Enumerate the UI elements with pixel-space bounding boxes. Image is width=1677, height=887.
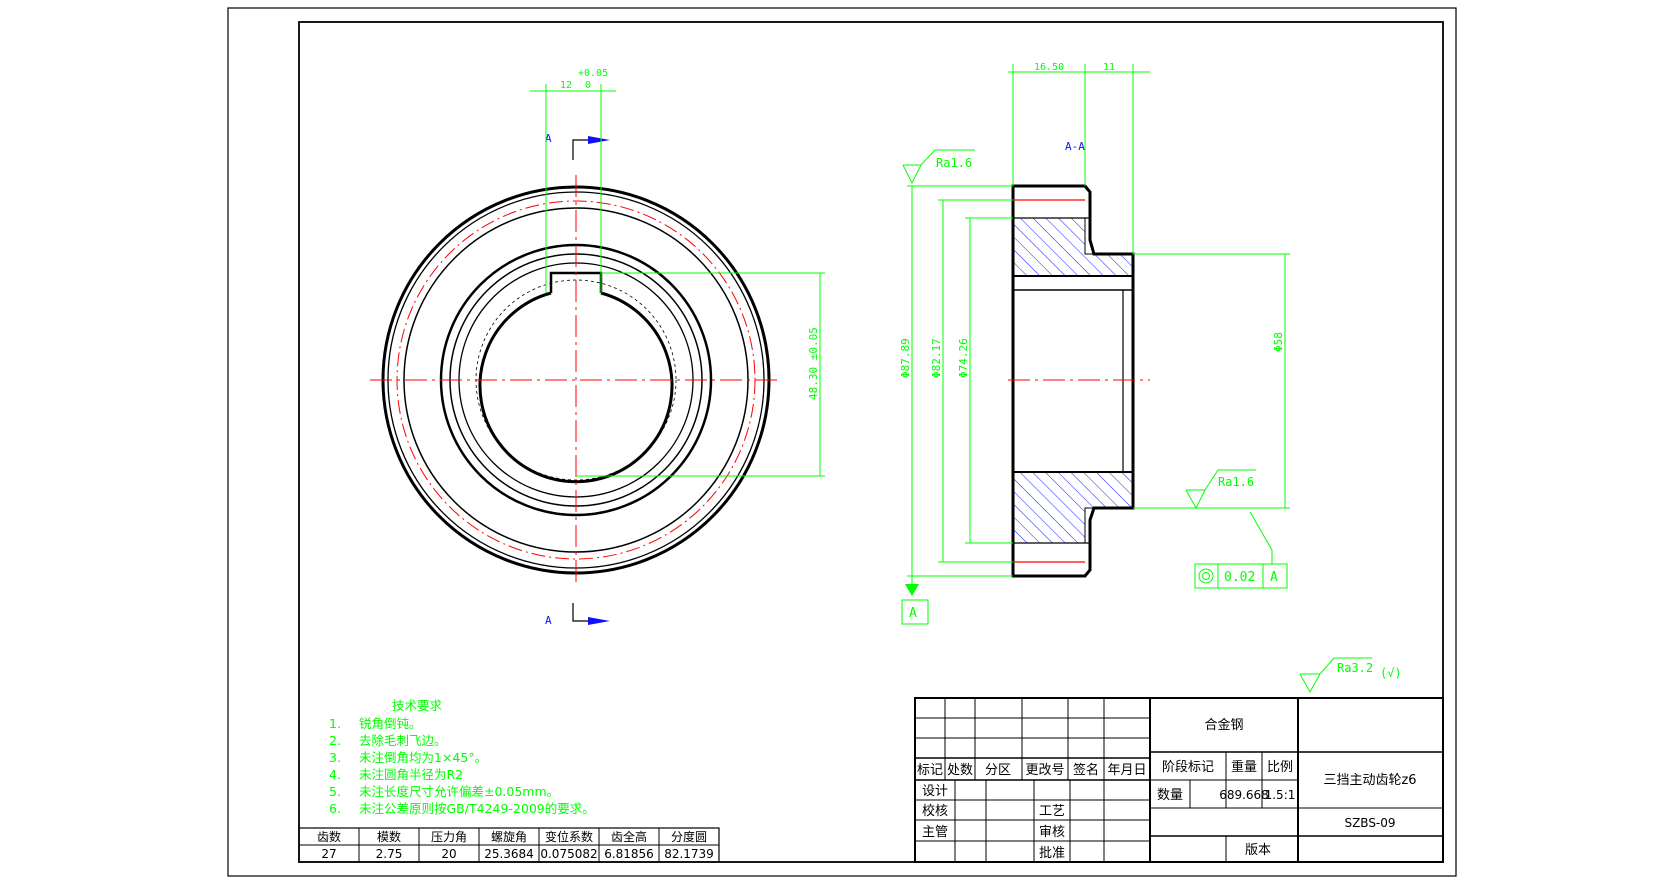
label-design: 设计	[922, 784, 948, 799]
label-weight: 重量	[1231, 759, 1257, 775]
gear-table-header: 螺旋角	[491, 830, 527, 844]
rev-header: 标记	[917, 763, 943, 778]
label-process: 工艺	[1039, 804, 1065, 819]
note-text: 未注倒角均为1×45°。	[359, 750, 487, 765]
dim-key-width: 12	[560, 80, 572, 91]
gear-table-header: 分度圆	[671, 829, 707, 844]
gear-table-value: 82.1739	[664, 847, 714, 861]
rev-header: 分区	[985, 763, 1011, 778]
datum-box	[901, 599, 929, 625]
note-text: 锐角倒钝。	[359, 716, 422, 731]
material: 合金钢	[1204, 717, 1243, 733]
gear-table-header: 齿全高	[611, 829, 647, 844]
note-text: 未注长度尺寸允许偏差±0.05mm。	[359, 784, 559, 799]
note-number: 3.	[329, 750, 341, 765]
note-text: 未注圆角半径为R2	[359, 767, 463, 782]
front-view: A A	[370, 132, 782, 627]
scale-value: 1.5:1	[1265, 788, 1296, 802]
section-view-dims: 16.50 11 Φ87.89 Φ82.17 Φ74.26 Φ58 Ra1.6 …	[899, 62, 1402, 694]
rev-header: 处数	[947, 763, 973, 778]
rev-header: 年月日	[1107, 763, 1146, 778]
dim-root-diameter: Φ82.17	[930, 338, 943, 378]
gear-table-header: 压力角	[431, 830, 467, 844]
note-number: 5.	[329, 784, 341, 799]
datum-label: A	[909, 606, 917, 621]
note-number: 4.	[329, 767, 341, 782]
drawing-number: SZBS-09	[1344, 816, 1395, 830]
weight-value: 689.668	[1219, 788, 1269, 802]
dim-key-tolerance: +0.05	[578, 68, 608, 79]
note-number: 2.	[329, 733, 341, 748]
dim-hub-width: 16.50	[1034, 62, 1064, 73]
gear-table-header: 齿数	[317, 829, 341, 844]
gear-table-value: 2.75	[376, 847, 403, 861]
gear-table-header: 变位系数	[545, 829, 593, 844]
dim-key-depth: 48.30 ±0.05	[807, 327, 820, 400]
label-quantity: 数量	[1157, 788, 1183, 803]
inner-border	[298, 21, 1444, 863]
title-block: 合金钢 标记 处数 分区 更改号 签名 年月日 设计 校核 主管 工艺 审核 批…	[914, 697, 1444, 863]
rev-header: 更改号	[1025, 763, 1064, 778]
label-approve: 批准	[1039, 846, 1065, 861]
part-name: 三挡主动齿轮z6	[1323, 773, 1416, 788]
outer-border	[227, 7, 1457, 877]
tolerance-value: 0.02	[1224, 570, 1255, 585]
dim-key-tolerance-zero: 0	[585, 80, 591, 91]
label-version: 版本	[1245, 843, 1271, 858]
note-number: 1.	[329, 716, 341, 731]
roughness-top: Ra1.6	[936, 156, 972, 170]
rev-header: 签名	[1073, 762, 1099, 778]
roughness-right: Ra1.6	[1218, 475, 1254, 489]
dim-inner-diameter: Φ74.26	[957, 338, 970, 378]
dim-flange-width: 11	[1103, 62, 1115, 73]
section-label-top: A	[545, 132, 552, 145]
note-text: 未注公差原则按GB/T4249-2009的要求。	[359, 801, 595, 816]
label-stage-mark: 阶段标记	[1162, 760, 1214, 775]
gear-table-value: 6.81856	[604, 847, 654, 861]
label-review: 审核	[1039, 825, 1065, 840]
section-view: A-A	[1008, 140, 1150, 578]
note-number: 6.	[329, 801, 341, 816]
gear-table-value: 20	[441, 847, 456, 861]
technical-notes: 技术要求 1. 锐角倒钝。 2. 去除毛刺飞边。 3. 未注倒角均为1×45°。…	[329, 698, 595, 816]
label-supervisor: 主管	[922, 825, 948, 840]
geometric-tolerance-frame	[1194, 563, 1288, 589]
front-view-dims: +0.05 12 0 48.30 ±0.05	[530, 68, 825, 477]
label-check: 校核	[922, 803, 948, 819]
roughness-general: Ra3.2	[1337, 661, 1373, 675]
dim-outer-diameter: Φ87.89	[899, 338, 912, 378]
gear-table-header: 模数	[377, 829, 401, 844]
gear-table-value: 0.075082	[540, 847, 597, 861]
gear-table-value: 27	[321, 847, 336, 861]
dim-hub-diameter: Φ58	[1272, 332, 1285, 352]
note-text: 去除毛刺飞边。	[359, 733, 447, 748]
tolerance-datum: A	[1270, 570, 1278, 585]
section-view-label: A-A	[1065, 140, 1085, 153]
section-label-bottom: A	[545, 614, 552, 627]
gear-table-value: 25.3684	[484, 847, 534, 861]
notes-title: 技术要求	[392, 698, 443, 713]
label-scale: 比例	[1267, 760, 1293, 775]
roughness-general-suffix: (√)	[1380, 666, 1402, 680]
gear-parameter-table: 齿数 模数 压力角 螺旋角 变位系数 齿全高 分度圆 27 2.75 20 25…	[298, 827, 720, 863]
